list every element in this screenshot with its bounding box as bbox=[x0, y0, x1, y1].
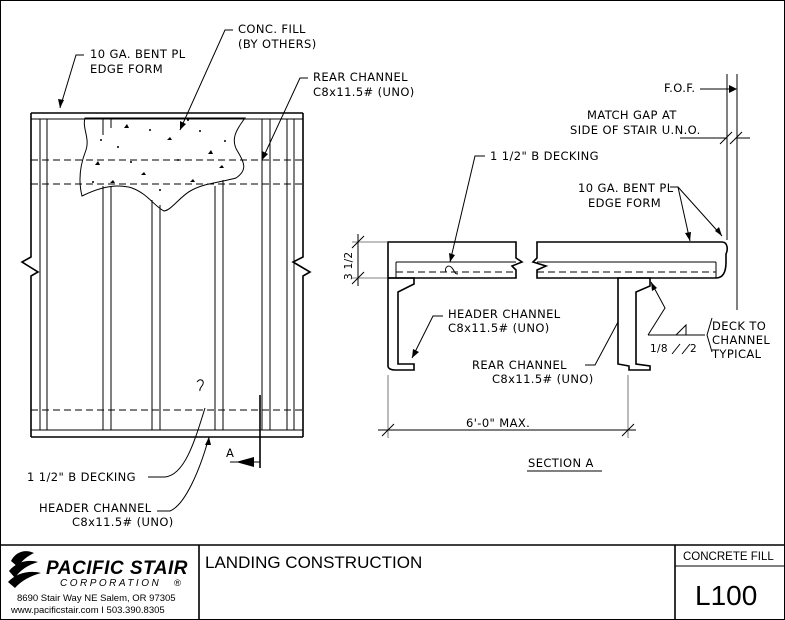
registered-mark: ® bbox=[174, 578, 181, 589]
section-cut-tag: A bbox=[226, 446, 234, 460]
concrete-stipple bbox=[92, 119, 226, 191]
plan-decking-label: 1 1/2" B DECKING bbox=[27, 470, 136, 484]
drawing-category: CONCRETE FILL bbox=[683, 551, 774, 563]
company-name: PACIFIC STAIR bbox=[46, 558, 188, 579]
span-dimension: 6'-0" MAX. bbox=[466, 416, 530, 430]
plan-header-channel-label-1: HEADER CHANNEL bbox=[39, 501, 152, 515]
section-header-channel-label-2: C8x11.5# (UNO) bbox=[448, 321, 550, 335]
match-gap-label-1: MATCH GAP AT bbox=[587, 108, 677, 122]
sheet-number: L100 bbox=[695, 580, 757, 611]
rear-channel-shape bbox=[617, 277, 651, 371]
company-sub: CORPORATION bbox=[60, 578, 161, 589]
section-edge-form-label-1: 10 GA. BENT PL bbox=[578, 181, 674, 195]
plan-rear-channel-label-2: C8x11.5# (UNO) bbox=[313, 85, 415, 99]
section-rear-channel-label-1: REAR CHANNEL bbox=[472, 358, 567, 372]
weld-note-3: TYPICAL bbox=[711, 347, 762, 361]
plan-edge-form-label-1: 10 GA. BENT PL bbox=[90, 47, 186, 61]
plan-right-edge bbox=[291, 113, 312, 437]
section-header-channel-label-1: HEADER CHANNEL bbox=[448, 307, 561, 321]
plan-left-edge bbox=[20, 113, 40, 437]
drawing-title: LANDING CONSTRUCTION bbox=[205, 553, 422, 572]
plan-rear-channel-label-1: REAR CHANNEL bbox=[313, 70, 408, 84]
title-block: PACIFIC STAIR CORPORATION ® 8690 Stair W… bbox=[0, 544, 785, 620]
depth-dimension: 3 1/2 bbox=[343, 252, 355, 280]
section-cut-arrow bbox=[236, 457, 254, 467]
section-decking-label: 1 1/2" B DECKING bbox=[490, 149, 599, 163]
weld-length: 2 bbox=[690, 343, 697, 355]
weld-size: 1/8 bbox=[650, 343, 668, 355]
section-rear-channel-label-2: C8x11.5# (UNO) bbox=[492, 372, 594, 386]
section-view: 3 1/2 6'-0" MAX. SECTION A F.O.F. MATCH … bbox=[343, 74, 770, 472]
plan-conc-fill-label-2: (BY OTHERS) bbox=[238, 37, 317, 51]
company-contact: www.pacificstair.com I 503.390.8305 bbox=[10, 605, 165, 616]
header-channel-shape bbox=[387, 277, 415, 371]
company-address: 8690 Stair Way NE Salem, OR 97305 bbox=[17, 593, 176, 604]
fof-label: F.O.F. bbox=[664, 81, 696, 95]
concrete-fill-patch bbox=[79, 117, 246, 212]
company-logo-icon bbox=[8, 551, 41, 588]
weld-note-1: DECK TO bbox=[712, 319, 766, 333]
weld-note-2: CHANNEL bbox=[712, 333, 770, 347]
plan-view: A 10 GA. BENT PL EDGE FORM CONC. FILL (B… bbox=[20, 22, 415, 529]
match-gap-label-2: SIDE OF STAIR U.N.O. bbox=[570, 123, 701, 137]
plan-header-channel-label-2: C8x11.5# (UNO) bbox=[72, 515, 174, 529]
section-title: SECTION A bbox=[528, 456, 594, 470]
plan-edge-form-label-2: EDGE FORM bbox=[90, 62, 163, 76]
section-edge-form-label-2: EDGE FORM bbox=[588, 196, 661, 210]
plan-conc-fill-label-1: CONC. FILL bbox=[238, 22, 306, 36]
